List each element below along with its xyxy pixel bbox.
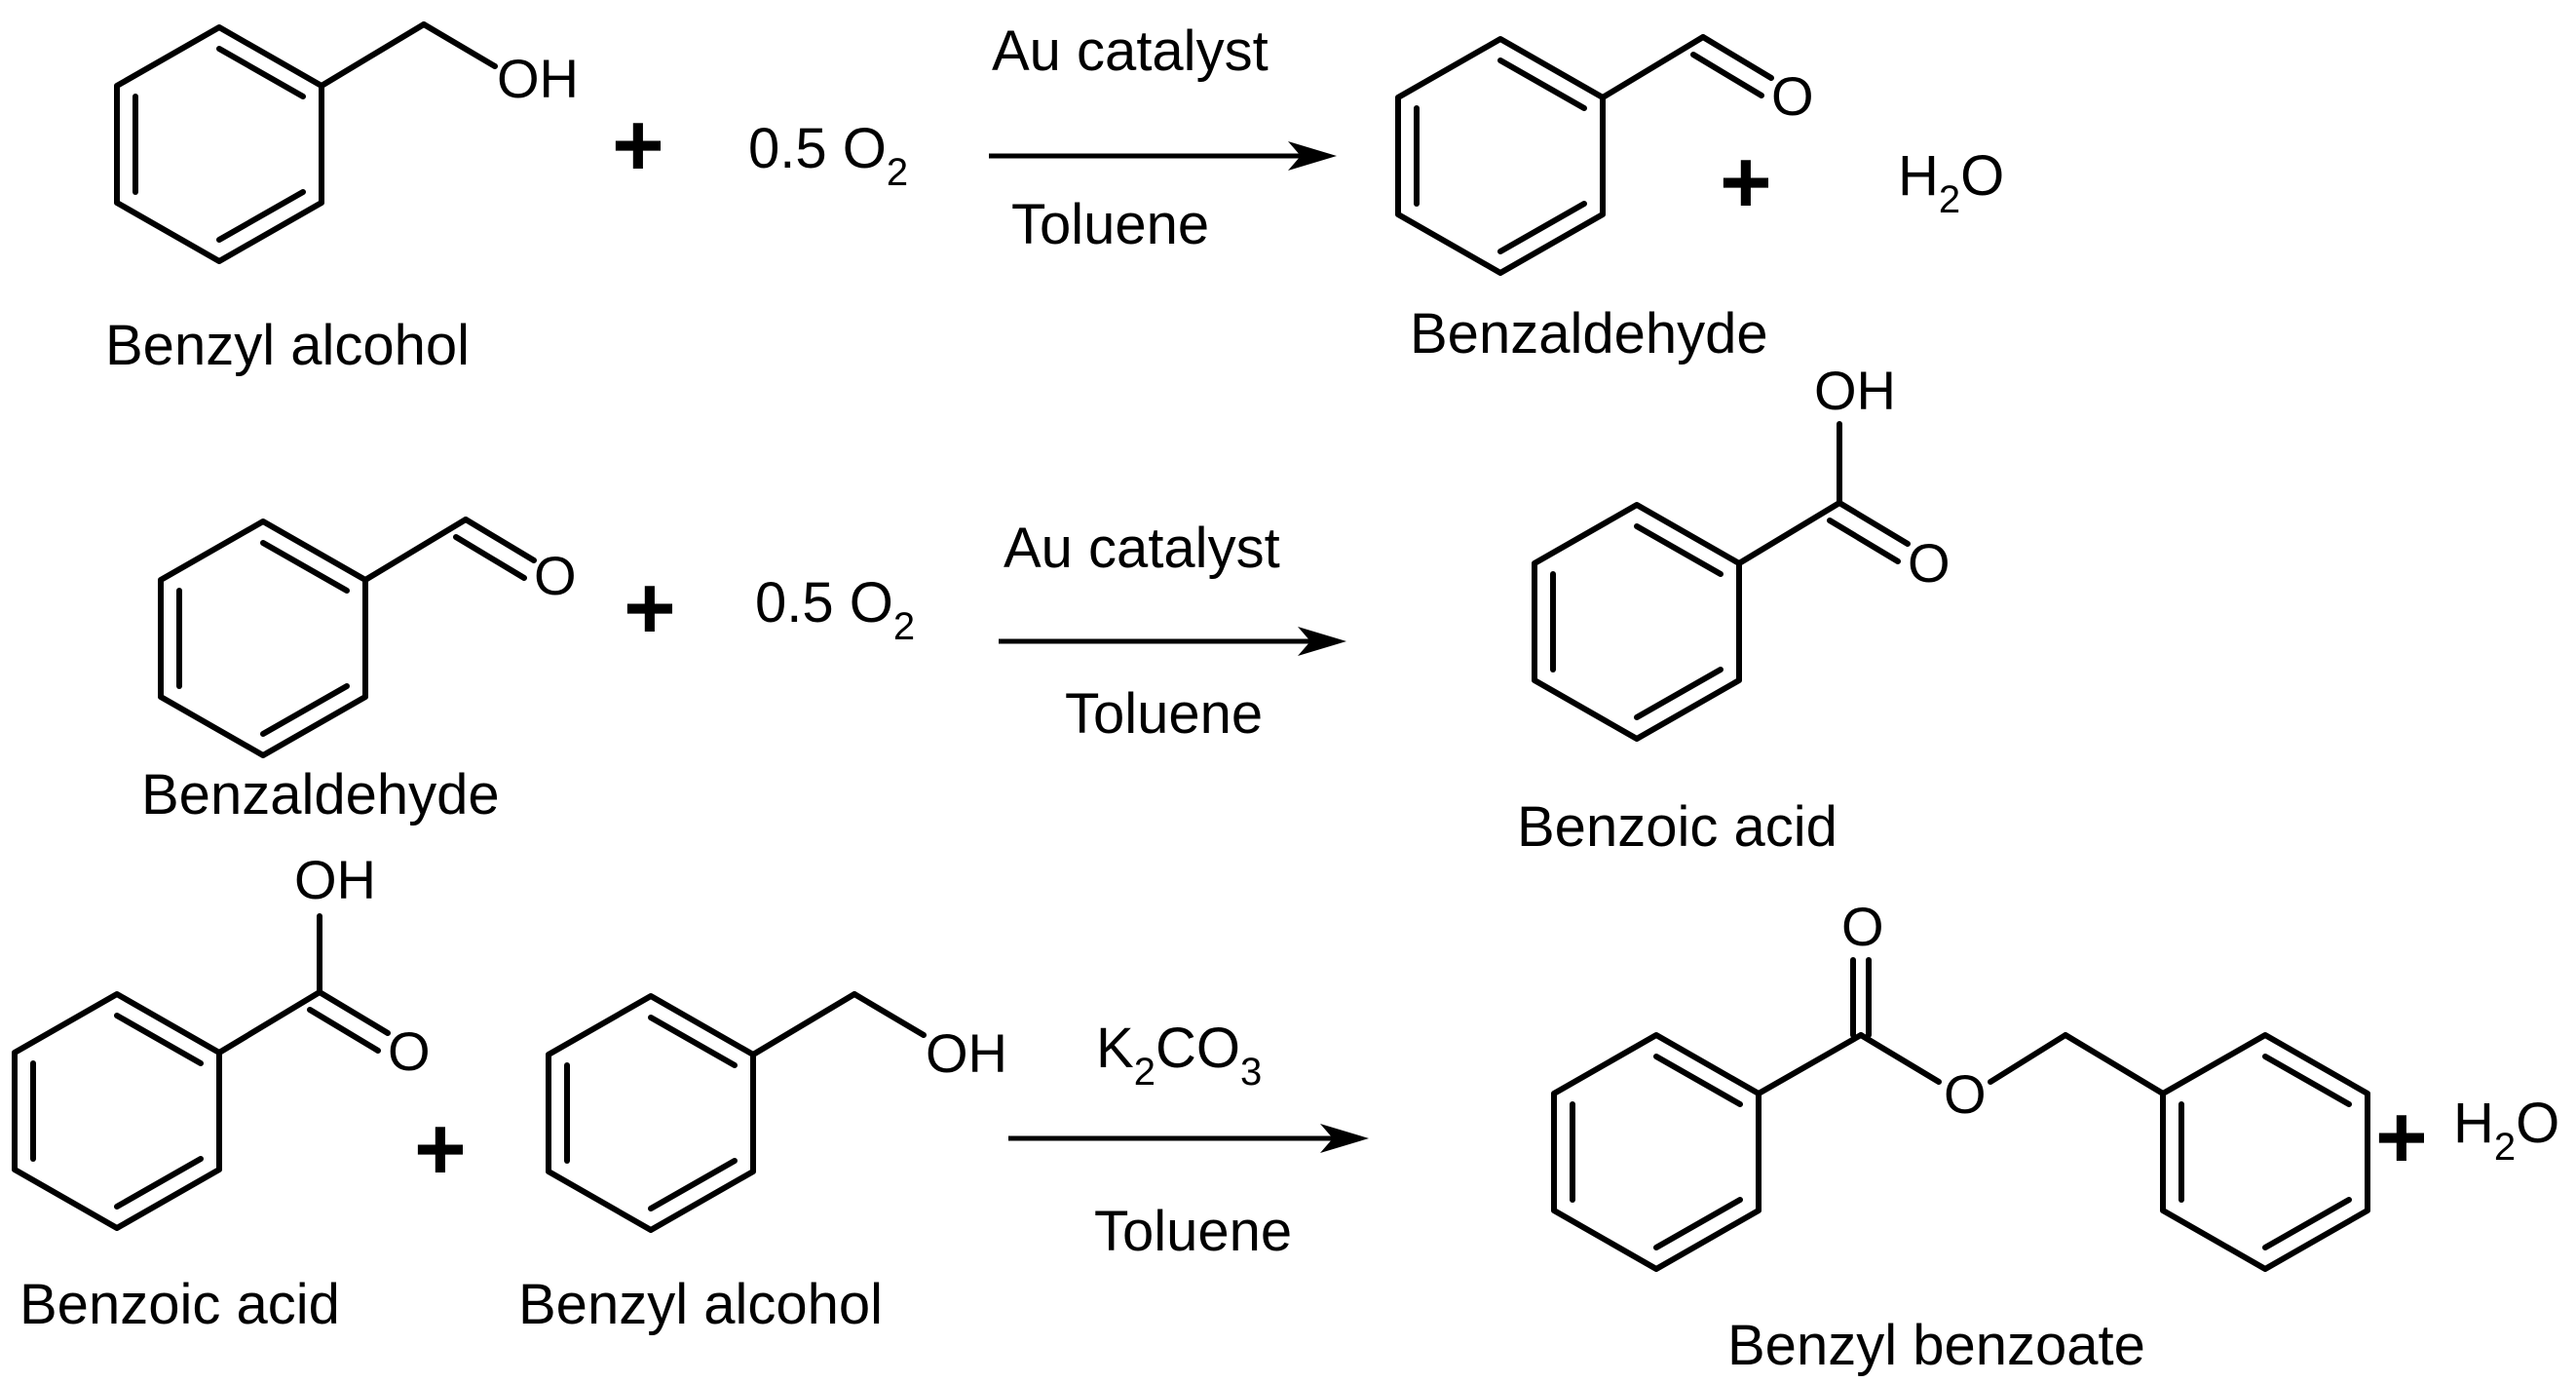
hydroxyl-label: OH	[926, 1022, 1007, 1084]
solvent-label: Toluene	[1094, 1200, 1292, 1263]
benzoic-acid-label: Benzoic acid	[19, 1273, 340, 1336]
benzoic-acid-structure: OH O	[12, 849, 431, 1231]
plus-sign: +	[2375, 1088, 2428, 1187]
catalyst-label: Au catalyst	[992, 19, 1269, 83]
reaction-1: OH Benzyl alcohol + 0.5 O2 Au catalyst T…	[105, 19, 2004, 377]
benzaldehyde-label: Benzaldehyde	[141, 763, 500, 826]
benzyl-alcohol-structure: OH	[546, 991, 1007, 1233]
hydroxyl-label: OH	[497, 48, 579, 109]
benzoic-acid-structure: OH O	[1532, 360, 1951, 742]
benzyl-alcohol-label: Benzyl alcohol	[518, 1273, 883, 1336]
benzaldehyde-structure: O	[158, 517, 577, 758]
catalyst-label: Au catalyst	[1004, 517, 1280, 580]
reaction-2: O Benzaldehyde + 0.5 O2 Au catalyst Tolu…	[141, 360, 1951, 859]
water-product: H2O	[1898, 144, 2004, 221]
oxygen-reactant: 0.5 O2	[755, 571, 915, 648]
benzaldehyde-structure: O	[1395, 34, 1814, 276]
plus-sign: +	[624, 558, 676, 658]
plus-sign: +	[1720, 133, 1772, 232]
plus-sign: +	[612, 96, 664, 195]
carbonyl-oxygen-label: O	[534, 545, 577, 606]
oxygen-reactant: 0.5 O2	[748, 117, 908, 194]
benzyl-benzoate-structure: O O	[1551, 896, 2370, 1272]
base-label: K2CO3	[1096, 1017, 1262, 1094]
carbonyl-oxygen-label: O	[1771, 65, 1814, 127]
benzaldehyde-label: Benzaldehyde	[1410, 302, 1768, 365]
benzoic-acid-label: Benzoic acid	[1517, 795, 1837, 859]
ester-oxygen-label: O	[1944, 1063, 1987, 1125]
carbonyl-oxygen-label: O	[1908, 532, 1951, 594]
benzyl-alcohol-structure: OH	[114, 21, 579, 264]
carbonyl-oxygen-label: O	[388, 1020, 431, 1082]
benzyl-alcohol-label: Benzyl alcohol	[105, 314, 470, 377]
reaction-arrow	[999, 627, 1346, 656]
benzyl-benzoate-label: Benzyl benzoate	[1727, 1314, 2145, 1377]
carbonyl-oxygen-label: O	[1841, 896, 1884, 957]
water-product: H2O	[2453, 1092, 2559, 1169]
reaction-3: OH O Benzoic acid + OH Benzyl alcohol K2…	[12, 849, 2559, 1377]
plus-sign: +	[414, 1099, 467, 1199]
reaction-arrow	[989, 141, 1337, 171]
hydroxyl-label: OH	[294, 849, 376, 910]
solvent-label: Toluene	[1065, 682, 1263, 746]
solvent-label: Toluene	[1011, 193, 1209, 256]
hydroxyl-label: OH	[1814, 360, 1896, 421]
reaction-arrow	[1008, 1124, 1369, 1153]
